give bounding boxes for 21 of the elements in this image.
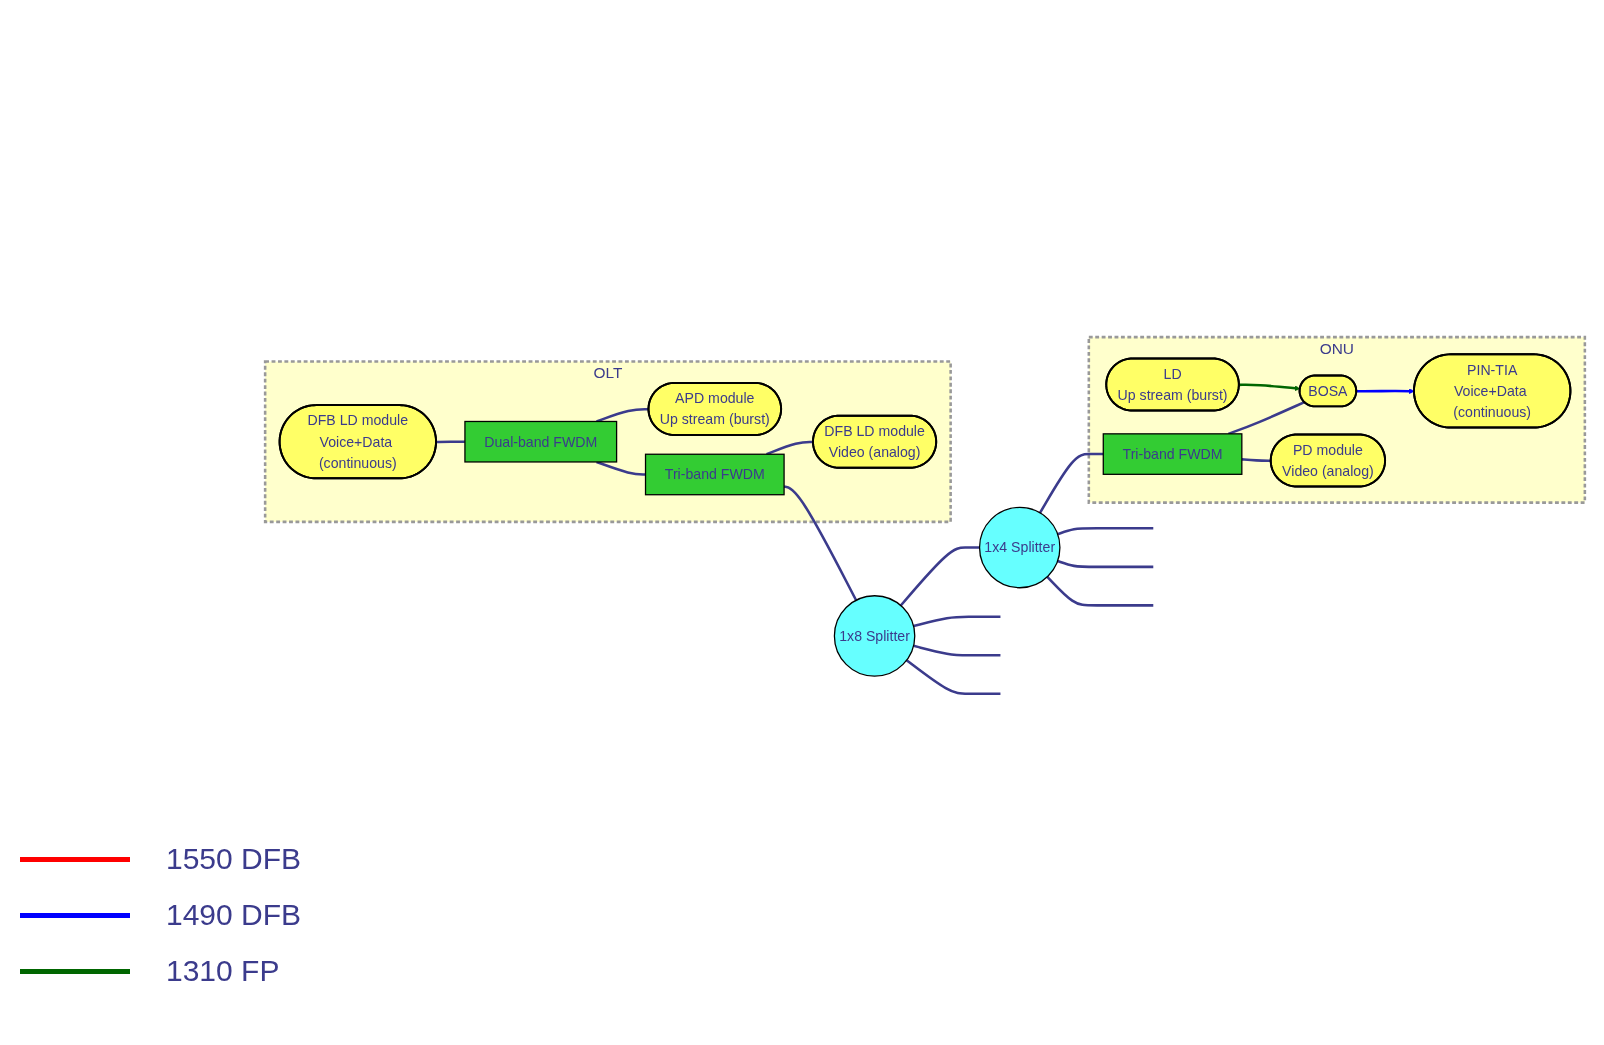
node-box: Tri-band FWDM [1102,432,1243,475]
connector [436,440,465,444]
connector [596,460,646,476]
connector [1057,559,1154,568]
node-box: Tri-band FWDM [644,453,785,496]
node-circle: 1x4 Splitter [978,506,1061,589]
connector [899,546,980,607]
connector [913,615,1001,628]
connector [596,407,649,423]
legend-text: 1490 DFB [166,898,302,932]
connector [1057,526,1154,536]
node-circle: 1x8 Splitter [833,594,916,677]
connector [905,658,1001,695]
arrow [1356,388,1415,394]
connector [1038,452,1104,514]
connector [1227,400,1305,435]
connector [913,644,1001,657]
node-box: Dual-band FWDM [464,420,618,463]
legend-text: 1310 FP [166,954,280,988]
legend-text: 1550 DFB [166,842,302,876]
connector [1046,575,1154,607]
